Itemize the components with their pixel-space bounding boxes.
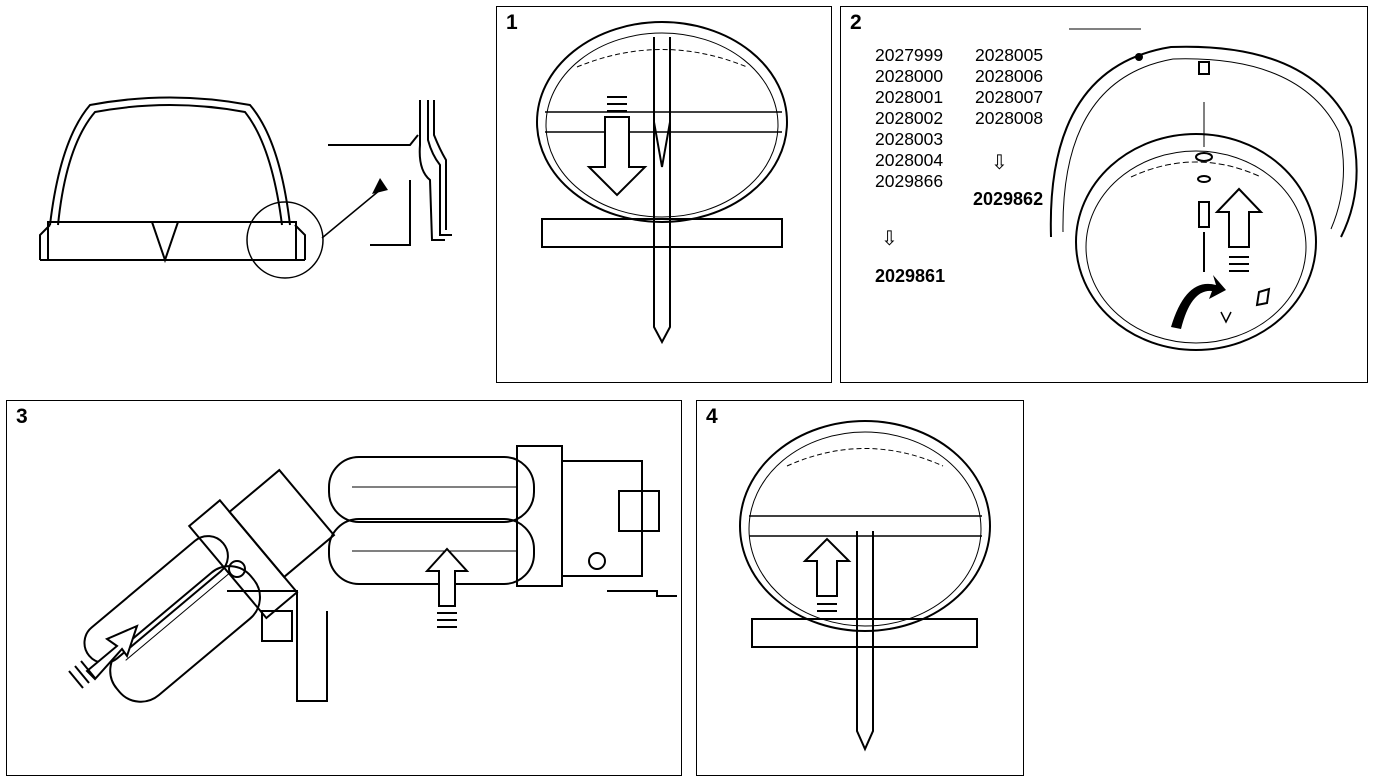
code-column-right: 2028005 2028006 2028007 2028008 xyxy=(975,45,1043,129)
panel-number: 4 xyxy=(706,405,718,428)
down-arrow-icon: ⇩ xyxy=(881,228,898,250)
code-entry: 2028007 xyxy=(975,87,1044,107)
panel-number: 2 xyxy=(850,11,862,34)
clip-detail-illustration xyxy=(39,96,452,279)
lamp-insertion-illustration xyxy=(68,445,677,703)
code-column-left: 2027999 2028000 2028001 2028002 2028003 … xyxy=(875,45,943,192)
panel-4: 4 xyxy=(696,400,1024,776)
result-code-left: 2029861 xyxy=(875,266,946,286)
reflector-assembly-illustration xyxy=(1049,28,1358,351)
code-entry: 2028002 xyxy=(875,108,944,128)
panel-1: 1 xyxy=(496,6,832,383)
code-entry: 2028006 xyxy=(975,66,1044,86)
code-entry: 2028005 xyxy=(975,45,1044,65)
code-entry: 2028003 xyxy=(875,129,944,149)
code-entry: 2028001 xyxy=(875,87,944,107)
panel-number: 1 xyxy=(506,11,518,34)
result-code-right: 2029862 xyxy=(973,189,1044,209)
code-entry: 2027999 xyxy=(875,45,944,65)
code-entry: 2028000 xyxy=(875,66,944,86)
panel-2: 2 2027999 2028000 2028001 2028002 202800… xyxy=(840,6,1368,383)
fixture-refit-illustration xyxy=(739,420,991,752)
fixture-remove-illustration xyxy=(536,21,788,345)
panel-3: 3 xyxy=(6,400,682,776)
code-entry: 2028004 xyxy=(875,150,944,170)
code-entry: 2028008 xyxy=(975,108,1044,128)
panel-number: 3 xyxy=(16,405,28,428)
down-arrow-icon: ⇩ xyxy=(991,152,1008,174)
code-entry: 2029866 xyxy=(875,171,944,191)
